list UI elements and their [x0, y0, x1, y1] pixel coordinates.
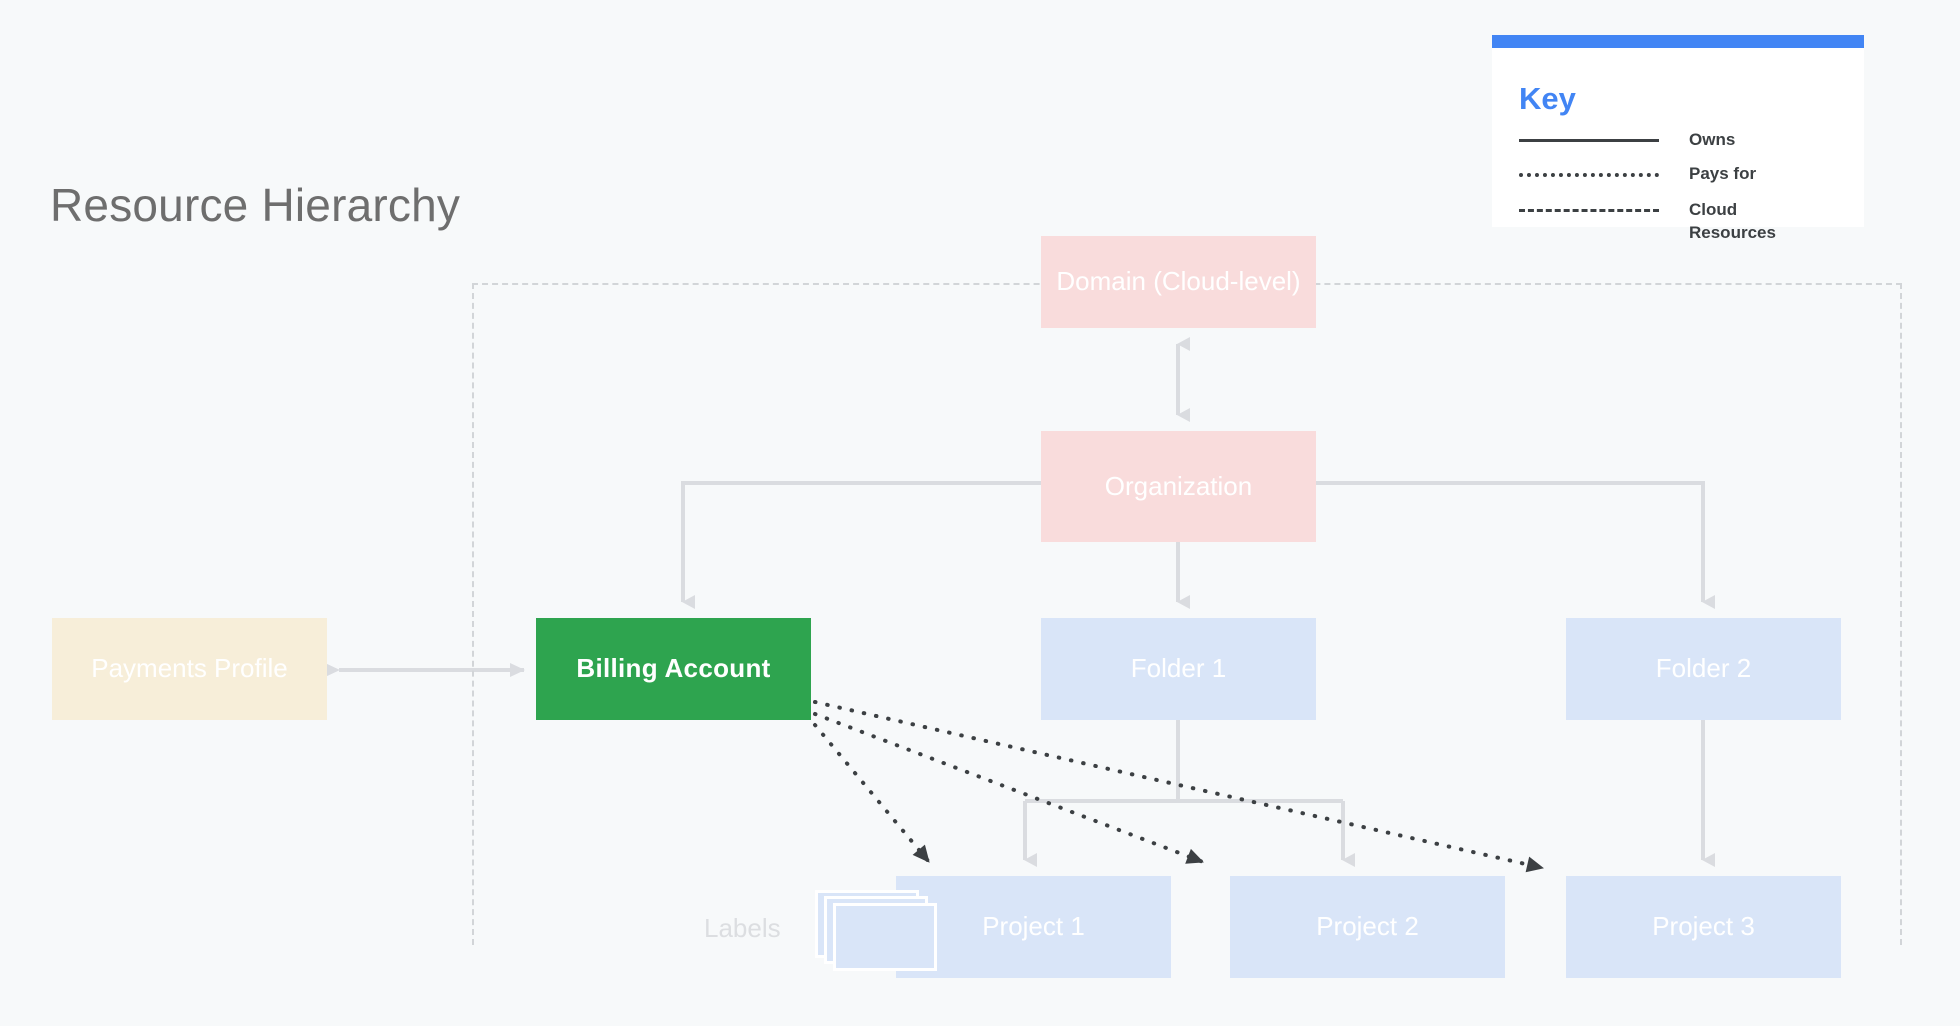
page-title: Resource Hierarchy	[50, 179, 461, 231]
node-organization[interactable]: Organization	[1041, 431, 1316, 542]
edge-organization-billing	[681, 481, 1041, 609]
legend-item-cloud-resources: Cloud Resources	[1519, 198, 1849, 242]
legend-item-owns: Owns	[1519, 128, 1849, 162]
legend-title: Key	[1519, 81, 1576, 116]
dashed-line-icon	[1519, 209, 1659, 212]
stack-card-front	[833, 903, 937, 971]
node-folder-1[interactable]: Folder 1	[1041, 618, 1316, 720]
stacked-cards-icon	[815, 890, 937, 971]
legend-item-label: Pays for	[1689, 164, 1757, 183]
node-project-1[interactable]: Project 1	[896, 876, 1171, 978]
legend-item-label: Cloud Resources	[1689, 200, 1776, 242]
node-project-3[interactable]: Project 3	[1566, 876, 1841, 978]
edge-billing-project3	[813, 700, 1545, 873]
node-payments-profile[interactable]: Payments Profile	[52, 618, 327, 720]
solid-line-icon	[1519, 139, 1659, 142]
edge-billing-project1	[813, 723, 931, 864]
legend-panel: Key Owns Pays for Cloud Resources	[1492, 35, 1864, 242]
node-billing-account[interactable]: Billing Account	[536, 618, 811, 720]
dotted-line-icon	[1519, 173, 1659, 177]
legend-accent-bar	[1492, 35, 1864, 48]
legend-item-pays-for: Pays for	[1519, 162, 1849, 196]
legend-item-label: Owns	[1689, 130, 1736, 149]
node-domain[interactable]: Domain (Cloud-level)	[1041, 236, 1316, 328]
edge-organization-folder2	[1316, 481, 1715, 609]
node-folder-2[interactable]: Folder 2	[1566, 618, 1841, 720]
labels-caption: Labels	[704, 913, 781, 943]
cloud-resources-boundary	[472, 283, 1902, 945]
node-project-2[interactable]: Project 2	[1230, 876, 1505, 978]
edge-folder1-projects	[1023, 720, 1355, 867]
